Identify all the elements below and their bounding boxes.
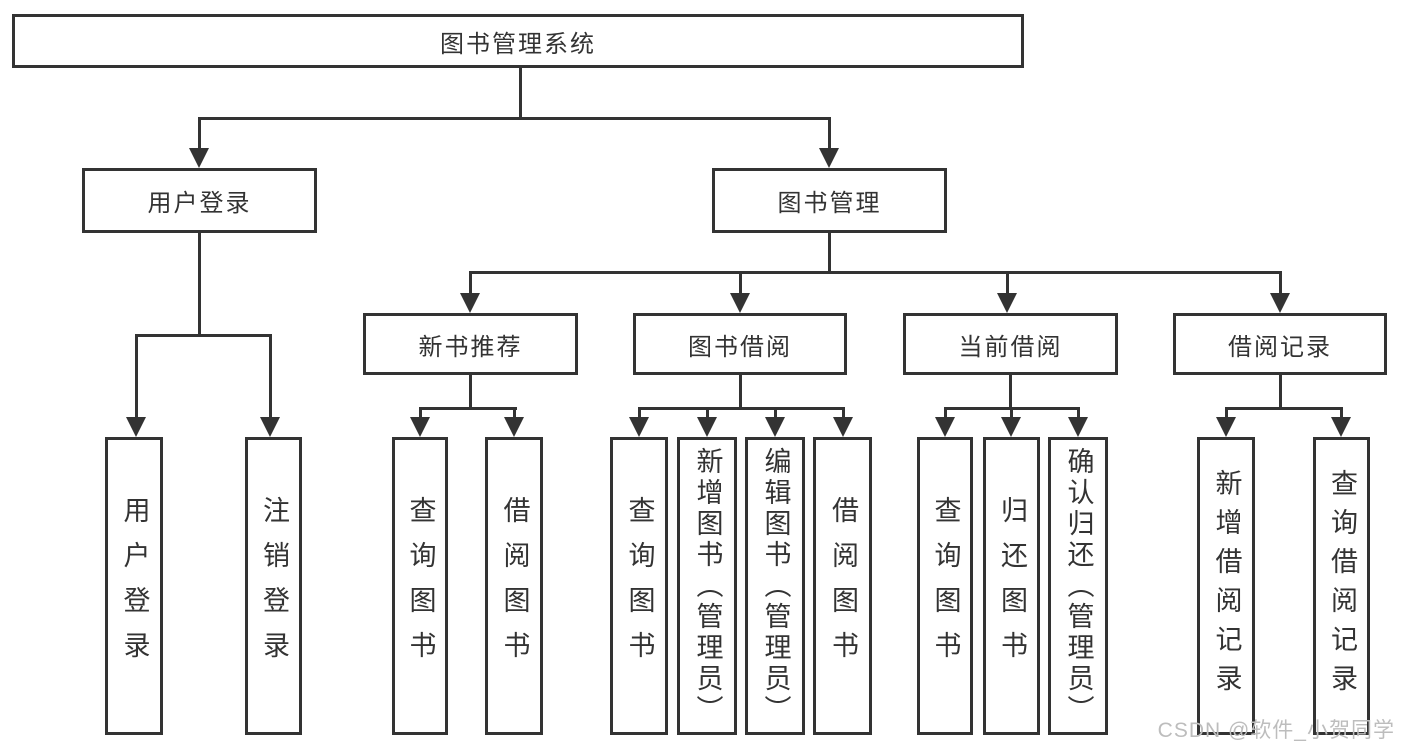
connector-drop xyxy=(1077,407,1080,418)
leaf-query-books-2-label: 查询图书 xyxy=(624,496,655,676)
connector-drop xyxy=(944,407,947,418)
connector-drop xyxy=(1006,271,1009,294)
arrow-down-icon xyxy=(260,417,280,437)
arrow-down-icon xyxy=(1216,417,1236,437)
connector-drop xyxy=(774,407,777,418)
arrow-down-icon xyxy=(1001,417,1021,437)
leaf-confirm-return-admin-label: 确认归还（管理员） xyxy=(1063,446,1094,726)
connector-stem xyxy=(739,375,742,410)
connector-drop xyxy=(638,407,641,418)
leaf-query-books-2: 查询图书 xyxy=(610,437,668,735)
arrow-down-icon xyxy=(1331,417,1351,437)
leaf-borrow-books-1-label: 借阅图书 xyxy=(499,496,530,676)
arrow-down-icon xyxy=(935,417,955,437)
leaf-query-books-1: 查询图书 xyxy=(392,437,448,735)
node-book-borrow-label: 图书借阅 xyxy=(688,333,792,361)
arrow-down-icon xyxy=(765,417,785,437)
leaf-add-book-admin: 新增图书（管理员） xyxy=(677,437,737,735)
leaf-borrow-books-1: 借阅图书 xyxy=(485,437,543,735)
connector-bookmgmt-bar xyxy=(469,271,1282,274)
connector-root-left-drop xyxy=(198,117,201,149)
connector-bar xyxy=(1225,407,1343,410)
leaf-query-books-3-label: 查询图书 xyxy=(930,496,961,676)
connector-drop xyxy=(269,334,272,418)
csdn-watermark: CSDN @软件_小贺同学 xyxy=(1157,719,1395,742)
leaf-query-borrow-record: 查询借阅记录 xyxy=(1313,437,1370,735)
arrow-down-icon xyxy=(126,417,146,437)
leaf-borrow-books-2: 借阅图书 xyxy=(813,437,872,735)
node-borrow-records: 借阅记录 xyxy=(1173,313,1387,375)
connector-stem xyxy=(1009,375,1012,410)
arrow-down-icon xyxy=(997,293,1017,313)
connector-root-bar xyxy=(198,117,831,120)
leaf-logout: 注销登录 xyxy=(245,437,302,735)
connector-drop xyxy=(739,271,742,294)
connector-stem xyxy=(1279,375,1282,410)
leaf-query-borrow-record-label: 查询借阅记录 xyxy=(1327,469,1357,703)
node-borrow-records-label: 借阅记录 xyxy=(1228,333,1332,361)
arrow-down-icon xyxy=(819,148,839,168)
connector-root-right-drop xyxy=(828,117,831,149)
connector-bar xyxy=(638,407,845,410)
leaf-query-books-3: 查询图书 xyxy=(917,437,973,735)
connector-drop xyxy=(1279,271,1282,294)
leaf-user-login: 用户登录 xyxy=(105,437,163,735)
connector-drop xyxy=(1010,407,1013,418)
arrow-down-icon xyxy=(833,417,853,437)
node-root-label: 图书管理系统 xyxy=(440,30,596,58)
arrow-down-icon xyxy=(410,417,430,437)
connector-drop xyxy=(1225,407,1228,418)
arrow-down-icon xyxy=(697,417,717,437)
node-book-management: 图书管理 xyxy=(712,168,947,233)
connector-bookmgmt-stem xyxy=(828,233,831,274)
node-current-borrow: 当前借阅 xyxy=(903,313,1118,375)
leaf-add-borrow-record-label: 新增借阅记录 xyxy=(1211,469,1242,703)
node-book-borrow: 图书借阅 xyxy=(633,313,847,375)
connector-drop xyxy=(469,271,472,294)
arrow-down-icon xyxy=(504,417,524,437)
arrow-down-icon xyxy=(730,293,750,313)
arrow-down-icon xyxy=(1068,417,1088,437)
leaf-query-books-1-label: 查询图书 xyxy=(405,496,436,676)
connector-drop xyxy=(419,407,422,418)
arrow-down-icon xyxy=(189,148,209,168)
leaf-return-books: 归还图书 xyxy=(983,437,1040,735)
connector-userlogin-bar xyxy=(135,334,272,337)
node-user-login-label: 用户登录 xyxy=(147,190,252,217)
leaf-edit-book-admin-label: 编辑图书（管理员） xyxy=(760,446,791,726)
leaf-user-login-label: 用户登录 xyxy=(119,496,150,676)
node-root: 图书管理系统 xyxy=(12,14,1024,68)
connector-bar xyxy=(419,407,517,410)
connector-userlogin-stem xyxy=(198,233,201,336)
leaf-add-book-admin-label: 新增图书（管理员） xyxy=(692,446,723,726)
connector-root-stem xyxy=(519,67,522,119)
node-book-management-label: 图书管理 xyxy=(777,190,882,217)
connector-drop xyxy=(842,407,845,418)
leaf-confirm-return-admin: 确认归还（管理员） xyxy=(1048,437,1108,735)
node-user-login: 用户登录 xyxy=(82,168,317,233)
connector-drop xyxy=(706,407,709,418)
leaf-return-books-label: 归还图书 xyxy=(997,496,1027,676)
node-current-borrow-label: 当前借阅 xyxy=(958,333,1063,361)
node-new-book-recommend-label: 新书推荐 xyxy=(418,333,523,361)
connector-drop xyxy=(135,334,138,418)
node-new-book-recommend: 新书推荐 xyxy=(363,313,578,375)
leaf-add-borrow-record: 新增借阅记录 xyxy=(1197,437,1255,735)
arrow-down-icon xyxy=(629,417,649,437)
connector-stem xyxy=(469,375,472,410)
arrow-down-icon xyxy=(460,293,480,313)
leaf-logout-label: 注销登录 xyxy=(259,496,289,676)
arrow-down-icon xyxy=(1270,293,1290,313)
leaf-edit-book-admin: 编辑图书（管理员） xyxy=(745,437,805,735)
leaf-borrow-books-2-label: 借阅图书 xyxy=(828,496,858,676)
connector-drop xyxy=(513,407,516,418)
connector-drop xyxy=(1340,407,1343,418)
